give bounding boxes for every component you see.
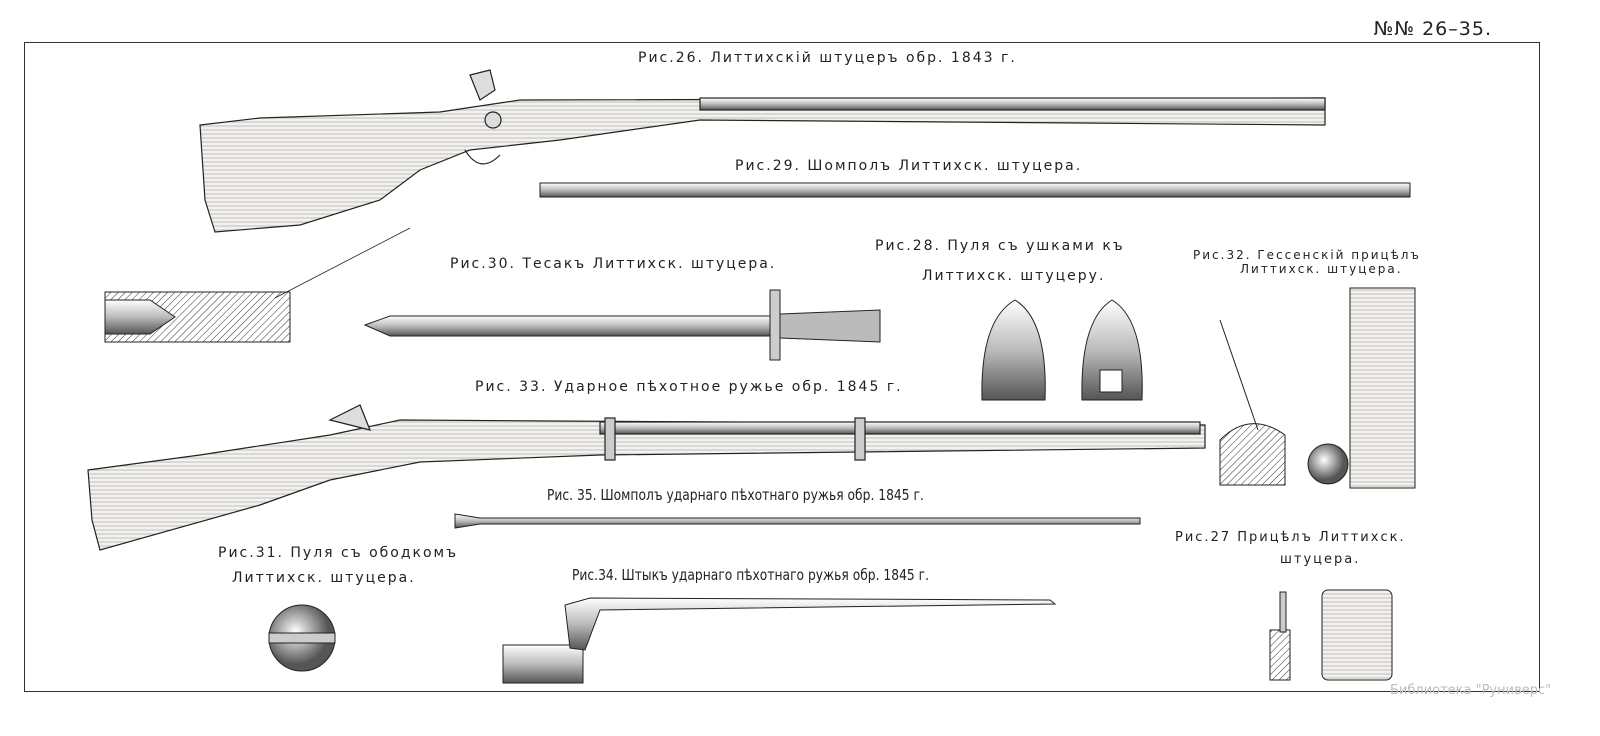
- caption-fig35: Рис. 35. Шомполъ ударнаго пѣхотнаго ружь…: [547, 486, 924, 504]
- ramrod-fig29: [539, 182, 1411, 198]
- sword-bayonet-fig30: [363, 289, 881, 361]
- sight-fig32: [1219, 287, 1416, 489]
- caption-fig34: Рис.34. Штыкъ ударнаго пѣхотнаго ружья о…: [572, 566, 930, 584]
- caption-fig26: Рис.26. Литтихскій штуцеръ обр. 1843 г.: [638, 50, 1017, 66]
- bullet-fig31: [268, 604, 336, 672]
- plate-frame: [24, 42, 1540, 692]
- caption-fig30: Рис.30. Тесакъ Литтихск. штуцера.: [450, 256, 777, 272]
- plate-number: №№ 26–35.: [1373, 18, 1492, 40]
- caption-fig28-line2: Литтихск. штуцеру.: [922, 268, 1106, 284]
- sight-fig27: [1269, 589, 1393, 681]
- watermark: Библиотека "Руниверс": [1390, 683, 1552, 698]
- caption-fig29: Рис.29. Шомполъ Литтихск. штуцера.: [735, 158, 1083, 174]
- caption-fig28-line1: Рис.28. Пуля съ ушками къ: [875, 238, 1125, 254]
- caption-fig27-line2: штуцера.: [1280, 552, 1361, 567]
- caption-fig33: Рис. 33. Ударное пѣхотное ружье обр. 184…: [475, 379, 903, 395]
- caption-fig32-line1: Рис.32. Гессенскій прицѣлъ: [1193, 248, 1421, 262]
- ramrod-fig35: [454, 513, 1141, 529]
- caption-fig32-line2: Литтихск. штуцера.: [1240, 262, 1403, 276]
- rifle-fig26: [199, 69, 1326, 233]
- rifle-fig33: [87, 404, 1206, 551]
- bayonet-fig34: [502, 597, 1057, 684]
- caption-fig31-line1: Рис.31. Пуля съ ободкомъ: [218, 545, 458, 561]
- breech-section: [104, 227, 411, 343]
- caption-fig27-line1: Рис.27 Прицѣлъ Литтихск.: [1175, 530, 1406, 545]
- caption-fig31-line2: Литтихск. штуцера.: [232, 570, 416, 586]
- bullets-fig28: [981, 299, 1143, 401]
